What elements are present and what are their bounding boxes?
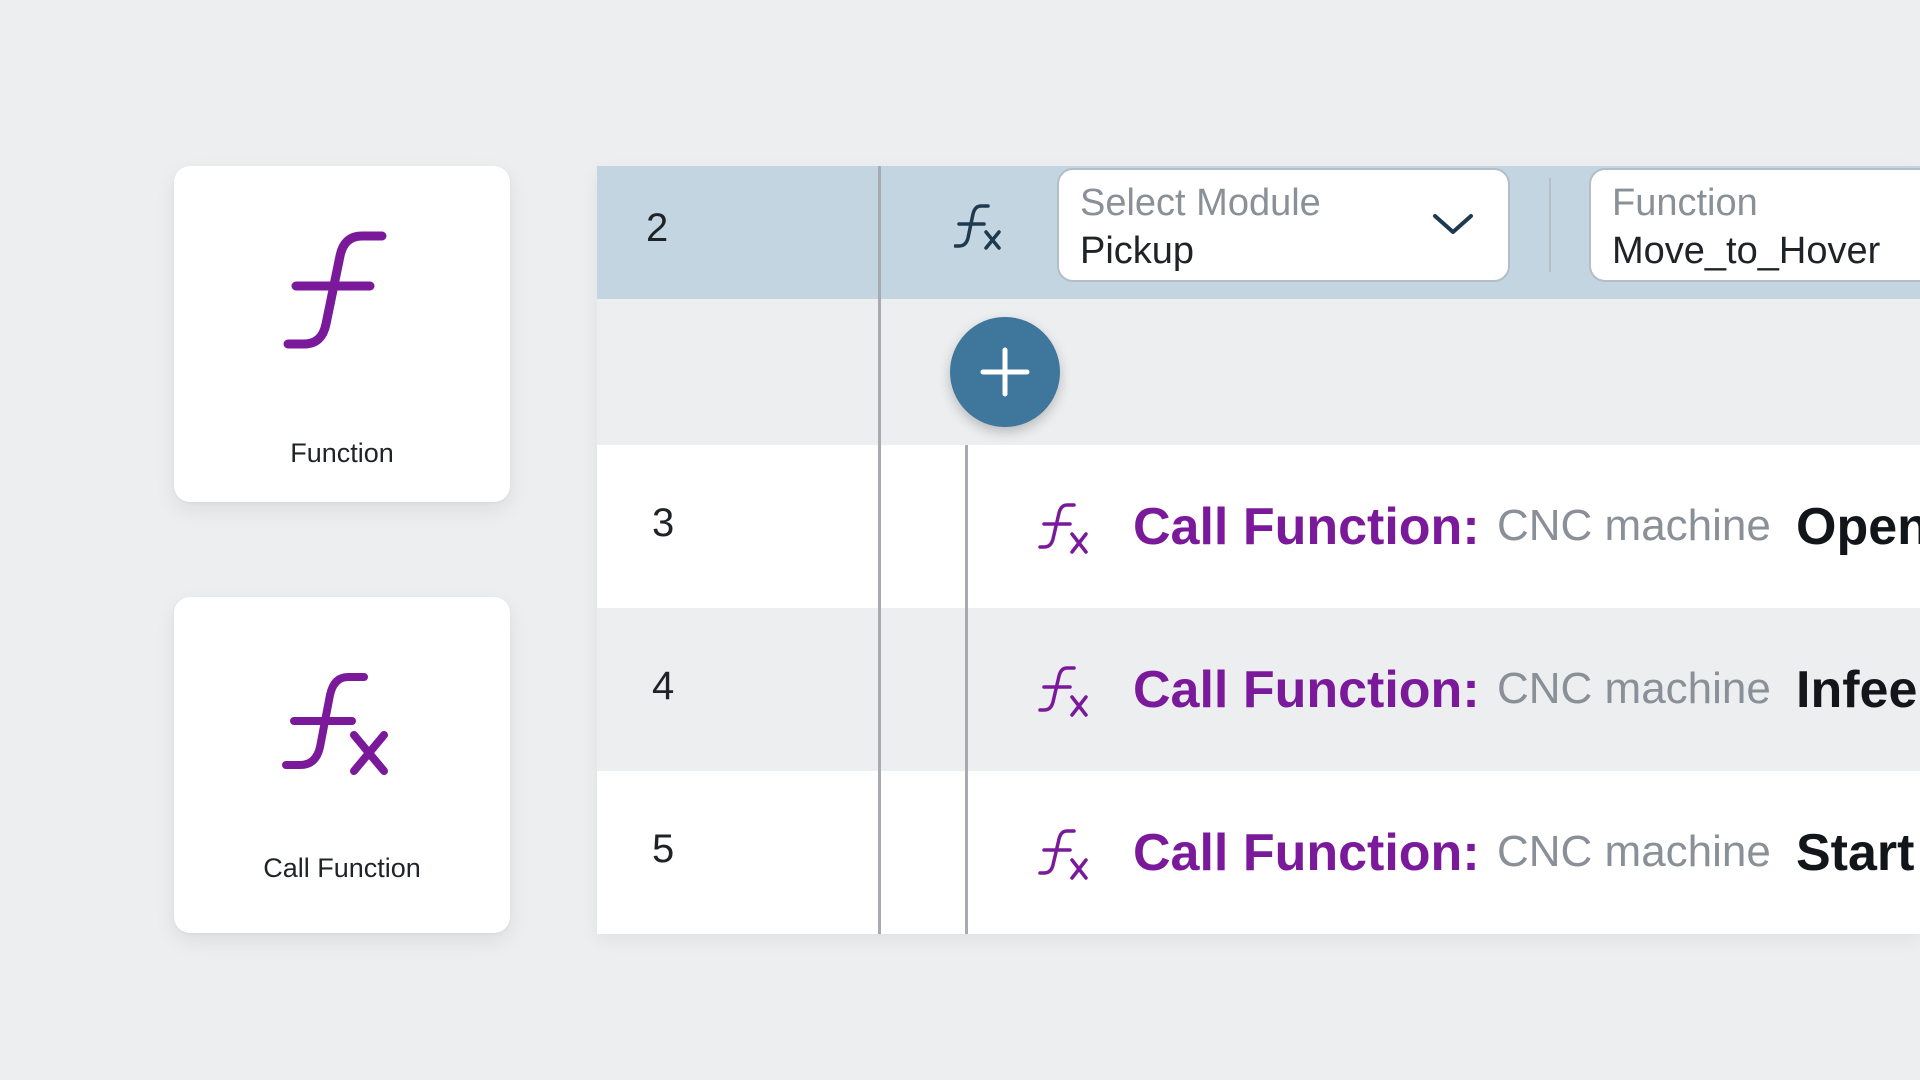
call-function-icon (953, 202, 1006, 263)
line-number: 2 (646, 206, 669, 250)
call-function-icon (1038, 827, 1094, 892)
call-function-icon (1038, 664, 1094, 729)
program-table: 2 Select Module Pickup Func (597, 166, 1920, 934)
select-module-dropdown[interactable]: Select Module Pickup (1057, 168, 1510, 282)
program-row[interactable]: 4 Call Function: CNC machine Infee (597, 608, 1920, 771)
program-row-selected[interactable]: 2 Select Module Pickup Func (597, 166, 1920, 299)
function-card-label: Function (290, 438, 394, 468)
function-icon (174, 224, 510, 364)
module-name: CNC machine (1497, 501, 1771, 550)
function-palette-card[interactable]: Function (174, 166, 510, 502)
program-row[interactable]: 3 Call Function: CNC machine Open (597, 445, 1920, 608)
module-name: CNC machine (1497, 827, 1771, 876)
program-row[interactable]: 5 Call Function: CNC machine Start (597, 771, 1920, 934)
call-function-label: Call Function: (1133, 824, 1480, 882)
module-name: CNC machine (1497, 664, 1771, 713)
line-number: 5 (652, 827, 675, 871)
function-field-label: Function (1612, 182, 1758, 224)
plus-icon (980, 347, 1030, 397)
call-function-icon (1038, 501, 1094, 566)
call-function-label: Call Function: (1133, 661, 1480, 719)
field-divider (1549, 178, 1551, 272)
chevron-down-icon (1431, 210, 1475, 243)
call-function-card-label: Call Function (263, 853, 421, 883)
column-divider (878, 166, 881, 934)
nesting-line (965, 445, 968, 934)
function-name: Open (1796, 498, 1920, 556)
function-name: Infee (1796, 661, 1918, 719)
function-field-value: Move_to_Hover (1612, 230, 1881, 272)
line-number: 4 (652, 664, 675, 708)
function-name: Start (1796, 824, 1915, 882)
insert-gap-row (597, 299, 1920, 445)
select-module-value: Pickup (1080, 230, 1195, 272)
select-module-label: Select Module (1080, 182, 1321, 224)
call-function-label: Call Function: (1133, 498, 1480, 556)
call-function-palette-card[interactable]: Call Function (174, 597, 510, 933)
function-dropdown[interactable]: Function Move_to_Hover (1589, 168, 1920, 282)
add-step-button[interactable] (950, 317, 1060, 427)
line-number: 3 (652, 501, 675, 545)
call-function-icon (174, 669, 510, 789)
